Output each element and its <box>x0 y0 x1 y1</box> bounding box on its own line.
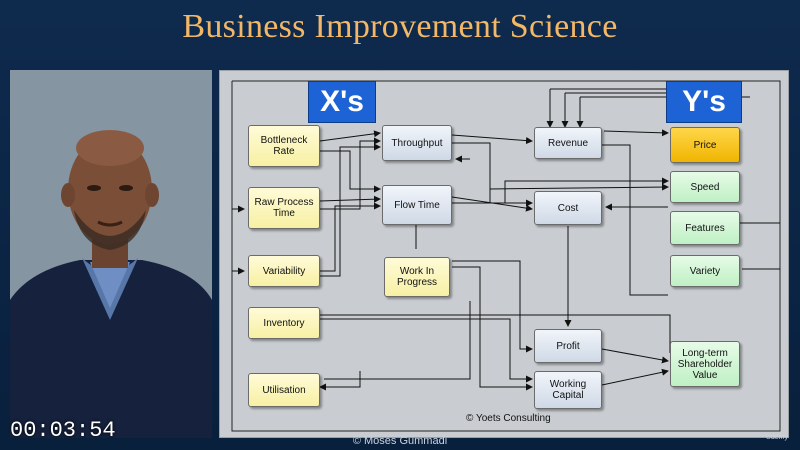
node-shareholder-value[interactable]: Long-term Shareholder Value <box>670 341 740 387</box>
node-variability[interactable]: Variability <box>248 255 320 287</box>
slide-title: Business Improvement Science <box>182 8 618 45</box>
node-speed[interactable]: Speed <box>670 171 740 203</box>
node-features[interactable]: Features <box>670 211 740 245</box>
diagram-connectors <box>231 80 781 432</box>
node-flow-time[interactable]: Flow Time <box>382 185 452 225</box>
node-profit[interactable]: Profit <box>534 329 602 363</box>
node-work-in-progress[interactable]: Work In Progress <box>384 257 450 297</box>
node-cost[interactable]: Cost <box>534 191 602 225</box>
node-revenue[interactable]: Revenue <box>534 127 602 159</box>
node-throughput[interactable]: Throughput <box>382 125 452 161</box>
diagram-panel: X's Y's Bottleneck Rate Raw Process Time… <box>219 70 789 438</box>
x-header: X's <box>308 81 376 123</box>
node-price[interactable]: Price <box>670 127 740 163</box>
node-inventory[interactable]: Inventory <box>248 307 320 339</box>
presenter-illustration <box>10 70 212 438</box>
node-raw-process-time[interactable]: Raw Process Time <box>248 187 320 229</box>
udemy-watermark: Udemy <box>765 434 788 441</box>
diagram-copyright: © Yoets Consulting <box>466 413 551 424</box>
y-header: Y's <box>666 81 742 123</box>
node-utilisation[interactable]: Utilisation <box>248 373 320 407</box>
node-variety[interactable]: Variety <box>670 255 740 287</box>
slide-footer: © Moses Gummadi <box>352 435 448 447</box>
presenter-video[interactable] <box>10 70 212 438</box>
video-timestamp: 00:03:54 <box>10 418 116 443</box>
node-bottleneck-rate[interactable]: Bottleneck Rate <box>248 125 320 167</box>
node-working-capital[interactable]: Working Capital <box>534 371 602 409</box>
